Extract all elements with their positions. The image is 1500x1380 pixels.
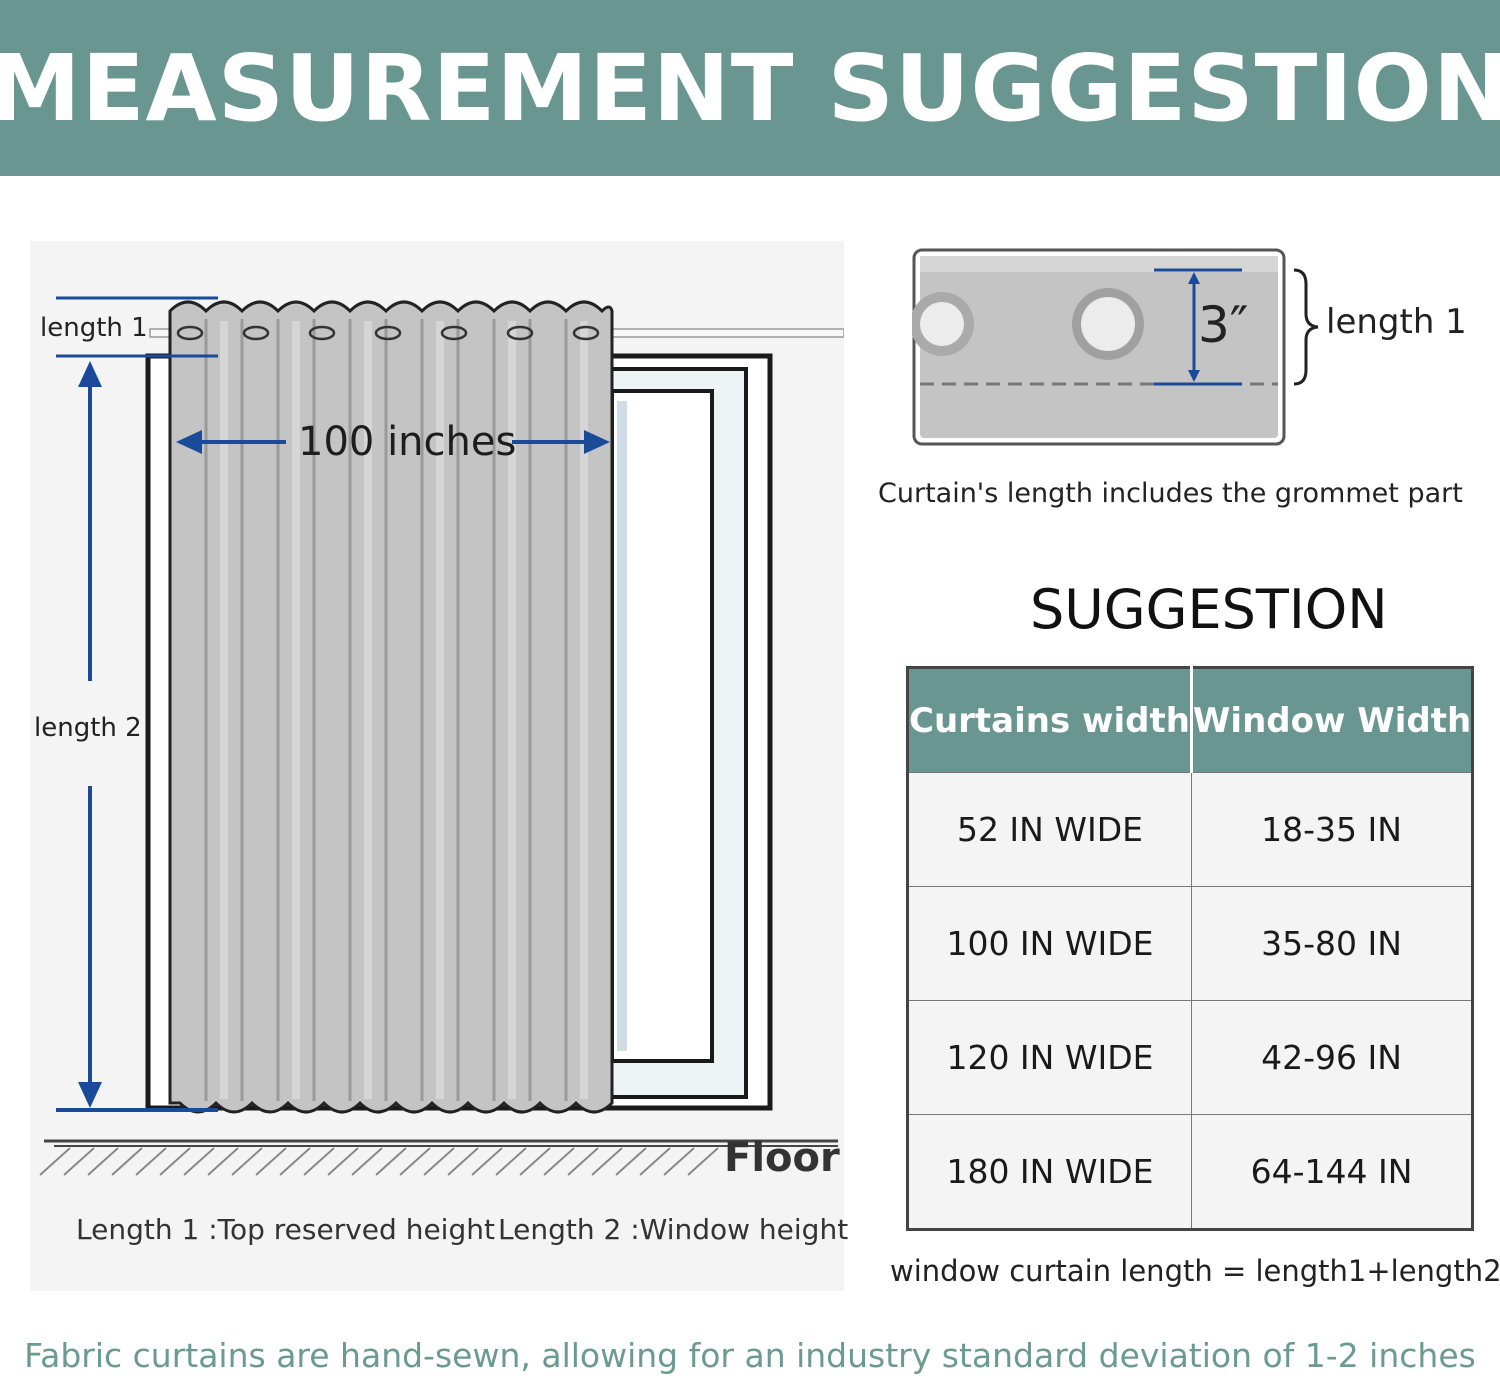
curtain-illustration: [39, 296, 844, 1176]
grommet-length1-label: length 1: [1326, 302, 1467, 342]
length2-label: length 2: [34, 713, 142, 743]
table-row: 52 IN WIDE 18-35 IN: [907, 772, 1474, 887]
length1-label: length 1: [40, 313, 148, 343]
grommet-caption: Curtain's length includes the grommet pa…: [878, 478, 1463, 509]
length1-caption: Length 1 :Top reserved height: [76, 1213, 495, 1246]
curtain-width-cell: 180 IN WIDE: [907, 1114, 1192, 1230]
length2-arrow: [56, 361, 218, 1112]
curtain-width-cell: 120 IN WIDE: [907, 1000, 1192, 1115]
table-header-row: Curtains width Window Width: [907, 667, 1473, 773]
grommet-hole-icons: [912, 288, 1144, 360]
header-window-width: Window Width: [1189, 667, 1473, 773]
window-width-cell: 18-35 IN: [1190, 772, 1474, 887]
footer-note: Fabric curtains are hand-sewn, allowing …: [24, 1336, 1476, 1375]
header-banner: MEASUREMENT SUGGESTION: [0, 0, 1500, 176]
grommet-3in-label: 3″: [1198, 296, 1249, 354]
page-title: MEASUREMENT SUGGESTION: [0, 34, 1500, 142]
curtain-panel: [168, 300, 614, 1114]
suggestion-table: Curtains width Window Width 52 IN WIDE 1…: [906, 666, 1475, 1231]
table-row: 180 IN WIDE 64-144 IN: [907, 1114, 1474, 1230]
floor-line: [39, 1139, 838, 1176]
width-label: 100 inches: [298, 419, 517, 465]
width-arrow: [176, 430, 610, 454]
grommet-rings: [176, 325, 600, 341]
curtain-diagram: length 1 length 2 100 inches Floor Lengt…: [30, 241, 848, 1291]
window-width-cell: 35-80 IN: [1190, 886, 1474, 1001]
table-row: 100 IN WIDE 35-80 IN: [907, 886, 1474, 1001]
curtain-width-cell: 100 IN WIDE: [907, 886, 1192, 1001]
grommet-brace-icon: [1293, 268, 1319, 386]
window-width-cell: 42-96 IN: [1190, 1000, 1474, 1115]
length2-caption: Length 2 :Window height: [498, 1213, 849, 1246]
header-curtains-width: Curtains width: [907, 667, 1192, 773]
grommet-detail: [912, 248, 1286, 446]
grommet-measure-arrow: [1154, 268, 1242, 386]
floor-label: Floor: [724, 1135, 840, 1181]
table-row: 120 IN WIDE 42-96 IN: [907, 1000, 1474, 1115]
length-formula: window curtain length = length1+length2: [890, 1254, 1500, 1288]
curtain-width-cell: 52 IN WIDE: [907, 772, 1192, 887]
window-width-cell: 64-144 IN: [1190, 1114, 1474, 1230]
length1-marker: [56, 296, 218, 358]
suggestion-title: SUGGESTION: [1030, 578, 1388, 641]
